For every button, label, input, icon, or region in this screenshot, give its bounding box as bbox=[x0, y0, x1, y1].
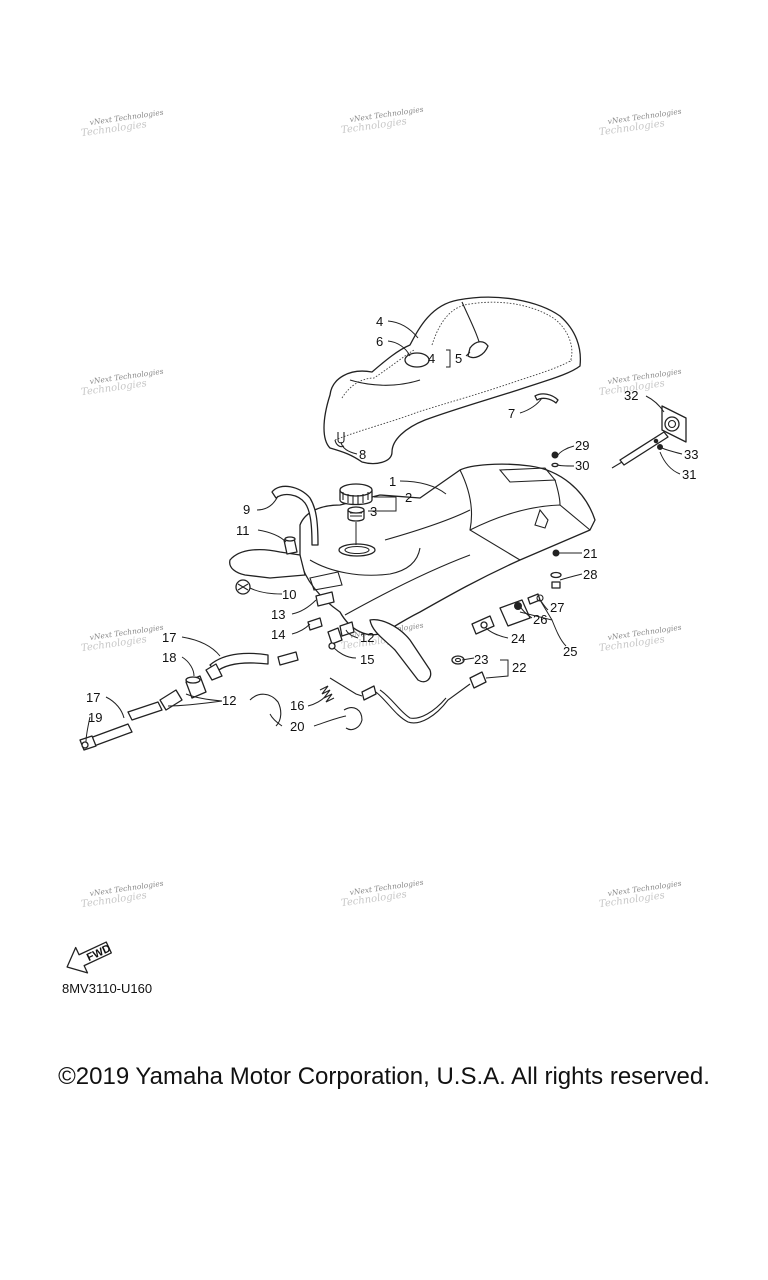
seat-cover-patch-6 bbox=[404, 352, 430, 368]
seat-cover-patch-5 bbox=[467, 341, 489, 359]
callout-16: 16 bbox=[290, 698, 304, 713]
fuel-cap bbox=[339, 483, 373, 506]
callout-4: 4 bbox=[376, 314, 383, 329]
seat-strap bbox=[534, 393, 559, 404]
callout-30: 30 bbox=[575, 458, 589, 473]
bolt-28 bbox=[551, 581, 561, 589]
rubber-pad bbox=[315, 591, 335, 607]
callout-18: 18 bbox=[162, 650, 176, 665]
callout-19: 19 bbox=[88, 710, 102, 725]
hose-joint-12 bbox=[127, 689, 183, 721]
drain-assembly bbox=[611, 405, 687, 469]
fuel-tank-mount-right bbox=[369, 619, 432, 683]
throttle-cable bbox=[329, 671, 487, 724]
seat-assembly bbox=[323, 296, 582, 465]
callout-17: 17 bbox=[86, 690, 100, 705]
watermark: Technologies vNext Technologies bbox=[80, 108, 164, 140]
leader-lines bbox=[85, 320, 683, 743]
callout-2: 2 bbox=[405, 490, 412, 505]
spring-16 bbox=[319, 685, 335, 703]
sensor-bracket bbox=[471, 593, 544, 635]
callout-23: 23 bbox=[474, 652, 488, 667]
callout-29: 29 bbox=[575, 438, 589, 453]
breather-hose bbox=[271, 485, 319, 546]
nut-26 bbox=[514, 602, 522, 610]
watermark: Technologies vNext Technologies bbox=[80, 367, 164, 399]
callout-24: 24 bbox=[511, 631, 525, 646]
callout-9: 9 bbox=[243, 502, 250, 517]
callout-25: 25 bbox=[563, 644, 577, 659]
fuel-cock bbox=[327, 621, 355, 650]
fuel-line-17-upper bbox=[209, 651, 299, 673]
washer-28a bbox=[550, 571, 562, 579]
callout-21: 21 bbox=[583, 546, 597, 561]
callout-20: 20 bbox=[290, 719, 304, 734]
callout-33: 33 bbox=[684, 447, 698, 462]
callout-22: 22 bbox=[512, 660, 526, 675]
watermark: Technologies vNext Technologies bbox=[340, 878, 424, 910]
watermark: Technologies vNext Technologies bbox=[598, 107, 682, 139]
callout-12: 12 bbox=[360, 630, 374, 645]
watermark: Technologies vNext Technologies bbox=[80, 879, 164, 911]
callout-27: 27 bbox=[550, 600, 564, 615]
fuel-tank-assembly bbox=[229, 463, 596, 683]
callout-14: 14 bbox=[271, 627, 285, 642]
callout-3: 3 bbox=[370, 504, 377, 519]
forward-direction-arrow: FWD bbox=[66, 941, 113, 974]
watermark: Technologies vNext Technologies bbox=[598, 623, 682, 655]
callout-13: 13 bbox=[271, 607, 285, 622]
callout-7: 7 bbox=[508, 406, 515, 421]
callout-28: 28 bbox=[583, 567, 597, 582]
washer-30 bbox=[551, 462, 559, 468]
fuel-filter-18 bbox=[185, 663, 223, 699]
filler-neck bbox=[338, 543, 376, 557]
diagram-code: 8MV3110-U160 bbox=[62, 981, 153, 996]
callout-26: 26 bbox=[533, 612, 547, 627]
watermark: Technologies vNext Technologies bbox=[598, 879, 682, 911]
seat-body bbox=[323, 296, 582, 465]
fuel-gauge-10 bbox=[235, 579, 251, 595]
callout-4: 4 bbox=[428, 351, 435, 366]
copyright-notice: ©2019 Yamaha Motor Corporation, U.S.A. A… bbox=[58, 1063, 710, 1090]
callout-17: 17 bbox=[162, 630, 176, 645]
callout-6: 6 bbox=[376, 334, 383, 349]
clip-19 bbox=[79, 735, 97, 751]
bracket-25 bbox=[499, 599, 531, 627]
nut-29 bbox=[551, 451, 559, 459]
callout-15: 15 bbox=[360, 652, 374, 667]
callout-32: 32 bbox=[624, 388, 638, 403]
fuel-tank-mount-left bbox=[229, 548, 306, 579]
fitting-11 bbox=[283, 536, 298, 555]
fwd-label: FWD bbox=[85, 943, 113, 964]
callout-labels: 4 6 4 5 7 8 1 2 3 9 11 10 13 14 12 15 17… bbox=[86, 314, 698, 734]
fuel-line-17-lower bbox=[89, 723, 133, 747]
callout-31: 31 bbox=[682, 467, 696, 482]
clamp-14 bbox=[307, 617, 323, 631]
watermark: Technologies vNext Technologies bbox=[80, 623, 164, 655]
callout-12: 12 bbox=[222, 693, 236, 708]
fuel-cap-gasket bbox=[347, 506, 365, 545]
callout-11: 11 bbox=[236, 523, 250, 538]
band-20 bbox=[249, 693, 363, 731]
callout-5: 5 bbox=[455, 351, 462, 366]
callout-10: 10 bbox=[282, 587, 296, 602]
watermark: Technologies vNext Technologies bbox=[598, 367, 682, 399]
watermark: Technologies vNext Technologies bbox=[340, 105, 424, 137]
washer-33 bbox=[657, 444, 663, 450]
callout-8: 8 bbox=[359, 447, 366, 462]
callout-1: 1 bbox=[389, 474, 396, 489]
nut-21 bbox=[552, 549, 560, 557]
